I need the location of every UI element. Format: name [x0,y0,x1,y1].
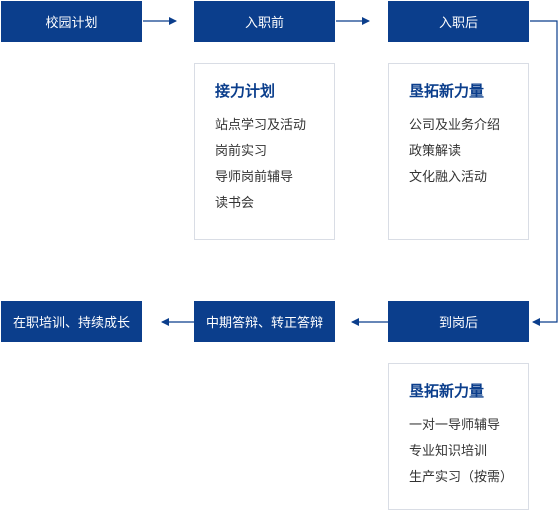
card-pre-entry: 接力计划 站点学习及活动 岗前实习 导师岗前辅导 读书会 [194,63,335,240]
card-arrive-item: 一对一导师辅导 [409,418,501,433]
card-pre-entry-item: 岗前实习 [215,144,268,159]
step-arrive: 到岗后 [388,301,529,342]
card-post-entry-item: 文化融入活动 [409,170,488,185]
step-campus-plan: 校园计划 [1,1,142,42]
step-post-entry: 入职后 [388,1,529,42]
step-mid-review: 中期答辩、转正答辩 [194,301,335,342]
step-ongoing-growth: 在职培训、持续成长 [1,301,142,342]
card-post-entry-title: 垦拓新力量 [409,82,485,100]
card-pre-entry-title: 接力计划 [215,82,276,100]
card-post-entry-item: 公司及业务介绍 [409,118,501,133]
card-post-entry-item: 政策解读 [409,144,462,159]
card-pre-entry-item: 站点学习及活动 [215,118,307,133]
arrow-post-entry-to-arrive [530,20,558,326]
card-arrive-item: 专业知识培训 [409,444,488,459]
card-arrive: 垦拓新力量 一对一导师辅导 专业知识培训 生产实习（按需） [388,363,529,510]
card-pre-entry-item: 读书会 [215,196,255,211]
card-post-entry: 垦拓新力量 公司及业务介绍 政策解读 文化融入活动 [388,63,529,240]
step-pre-entry: 入职前 [194,1,335,42]
card-arrive-title: 垦拓新力量 [409,382,485,400]
card-pre-entry-item: 导师岗前辅导 [215,170,294,185]
card-arrive-item: 生产实习（按需） [409,470,514,485]
